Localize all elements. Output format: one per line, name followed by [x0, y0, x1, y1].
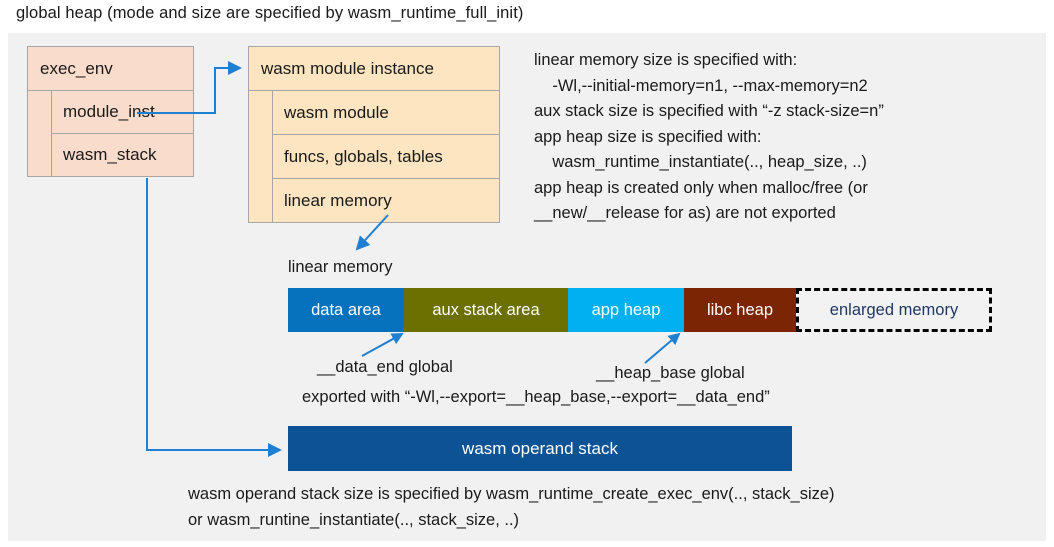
memory-segment-data-area: data area [288, 288, 404, 332]
data-end-global-label: __data_end global [317, 358, 453, 376]
module-instance-gutter [248, 90, 273, 223]
exec-env-field-wasm-stack: wasm_stack [51, 133, 194, 177]
module-instance-field-funcs-globals-tables: funcs, globals, tables [272, 134, 500, 179]
memory-segment-libc-heap: libc heap [684, 288, 796, 332]
operand-stack-notes: wasm operand stack size is specified by … [188, 485, 835, 529]
module-instance-header: wasm module instance [248, 46, 500, 91]
exported-with-label: exported with “-Wl,--export=__heap_base,… [302, 388, 770, 406]
exec-env-header: exec_env [27, 46, 194, 91]
memory-segment-app-heap: app heap [568, 288, 684, 332]
module-instance-field-wasm-module: wasm module [272, 90, 500, 135]
exec-env-struct: exec_env module_inst wasm_stack [27, 46, 194, 177]
wasm-operand-stack-box: wasm operand stack [288, 426, 792, 471]
linear-memory-caption: linear memory [288, 258, 393, 276]
memory-segment-aux-stack-area: aux stack area [404, 288, 568, 332]
memory-segment-enlarged-memory: enlarged memory [796, 288, 992, 332]
linear-memory-notes: linear memory size is specified with: -W… [534, 51, 884, 222]
wasm-module-instance-struct: wasm module instance wasm module funcs, … [248, 46, 500, 223]
exec-env-gutter [27, 90, 52, 177]
heap-base-global-label: __heap_base global [596, 364, 745, 382]
exec-env-field-module-inst: module_inst [51, 90, 194, 134]
module-instance-field-linear-memory: linear memory [272, 178, 500, 223]
diagram-title: global heap (mode and size are specified… [16, 4, 524, 22]
